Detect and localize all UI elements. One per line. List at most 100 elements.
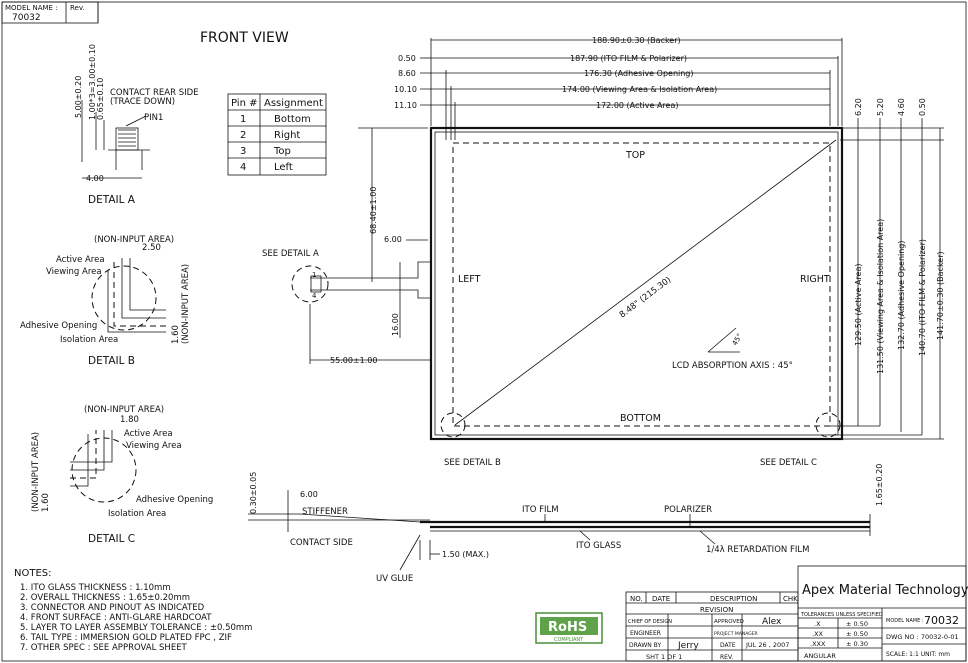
pin-table-header-assignment: Assignment — [264, 98, 323, 109]
side-stiffener-label: STIFFENER — [302, 507, 348, 517]
dim-tail-width: 16.00 — [391, 313, 400, 336]
angular-label: ANGULAR — [804, 652, 836, 660]
dim-right-adhesive: 132.70 (Adhesive Opening) — [897, 240, 906, 350]
dim-offset-050: 0.50 — [398, 54, 416, 63]
detail-a-dim-4: 4.00 — [86, 174, 104, 183]
dim-offset-1110: 11.10 — [394, 101, 417, 110]
tol-xx-value: ± 0.50 — [846, 630, 868, 638]
tol-xxx-label: .XXX — [810, 640, 826, 648]
edge-right-label: RIGHT — [800, 274, 830, 285]
pin-table-pin-4: 4 — [240, 162, 246, 173]
side-ito-film-label: ITO FILM — [522, 505, 559, 515]
rev-header-chk: CHK — [783, 595, 798, 603]
detail-a: 5.00±0.20 1.00*3=3.00±0.10 0.65±0.10 4.0… — [74, 44, 199, 206]
revision-label: REVISION — [700, 606, 733, 614]
note-2: 2. OVERALL THICKNESS : 1.65±0.20mm — [20, 593, 190, 603]
detail-c-active-area: Active Area — [124, 429, 173, 439]
detail-b-adhesive-opening: Adhesive Opening — [20, 321, 97, 331]
model-block-value: 70032 — [924, 614, 959, 627]
detail-b-noninput-side: (NON-INPUT AREA) — [181, 264, 191, 344]
detail-c-caption: DETAIL C — [88, 533, 135, 545]
dim-top-adhesive: 176.30 (Adhesive Opening) — [584, 69, 694, 78]
rev-footer: REV. — [720, 654, 733, 661]
lcd-axis-arrow — [707, 327, 740, 353]
dim-offset-860: 8.60 — [398, 69, 416, 78]
rev-header-description: DESCRIPTION — [710, 595, 757, 603]
detail-a-trace-note: (TRACE DOWN) — [110, 97, 175, 107]
dim-right-offset-050: 0.50 — [918, 98, 927, 116]
note-6: 6. TAIL TYPE : IMMERSION GOLD PLATED FPC… — [20, 633, 232, 643]
side-view: 0.30±0.05 6.00 1.50 (MAX.) 1.65±0.20 STI… — [248, 464, 884, 584]
pin-table-pin-3: 3 — [240, 146, 246, 157]
dim-right-active: 129.50 (Active Area) — [854, 264, 863, 346]
side-dim-glue: 1.50 (MAX.) — [442, 550, 489, 559]
note-4: 4. FRONT SURFACE : ANTI-GLARE HARDCOAT — [20, 613, 212, 623]
lcd-axis-angle: 45° — [731, 332, 744, 347]
tolerances-label: TOLERANCES UNLESS SPECIFIED — [800, 612, 883, 618]
detail-c-isolation-area: Isolation Area — [108, 509, 166, 519]
detail-b-dim-160: 1.60 — [171, 325, 181, 344]
front-view: 8.48" (215.30) TOP BOTTOM LEFT RIGHT 45°… — [262, 36, 945, 468]
drawn-label: DRAWN BY — [629, 642, 661, 649]
detail-b-isolation-area: Isolation Area — [60, 335, 118, 345]
detail-c-dim-180: 1.80 — [120, 415, 139, 425]
tol-x-value: ± 0.50 — [846, 620, 868, 628]
diagonal-line — [454, 139, 837, 426]
dim-right-offset-520: 5.20 — [876, 98, 885, 116]
pin-table-assign-3: Top — [273, 146, 291, 157]
ito-film-outline — [434, 131, 839, 436]
detail-a-pin1: PIN1 — [144, 113, 163, 123]
side-contact-label: CONTACT SIDE — [290, 538, 353, 548]
detail-a-caption: DETAIL A — [88, 194, 136, 206]
pin-table-assign-2: Right — [274, 130, 300, 141]
edge-top-label: TOP — [625, 150, 645, 161]
dim-top-viewing: 174.00 (Viewing Area & Isolation Area) — [562, 85, 717, 94]
note-7: 7. OTHER SPEC : SEE APPROVAL SHEET — [20, 643, 188, 653]
dim-tail-length: 55.00±1.00 — [330, 356, 377, 365]
note-3: 3. CONNECTOR AND PINOUT AS INDICATED — [20, 603, 205, 613]
dim-right-offset-460: 4.60 — [897, 98, 906, 116]
model-name-value: 70032 — [12, 13, 41, 23]
notes: NOTES: 1. ITO GLASS THICKNESS : 1.10mm 2… — [14, 568, 252, 653]
detail-b-viewing-area: Viewing Area — [46, 267, 102, 277]
rev-header-date: DATE — [652, 595, 670, 603]
fpc-tail — [310, 261, 431, 299]
edge-left-label: LEFT — [458, 274, 481, 285]
detail-a-dim-2: 1.00*3=3.00±0.10 — [88, 44, 97, 120]
date-value: JUL 26 , 2007 — [745, 641, 789, 649]
edge-bottom-label: BOTTOM — [620, 413, 661, 424]
active-area-outline — [452, 142, 831, 427]
detail-b-active-area: Active Area — [56, 255, 105, 265]
rev-label: Rev. — [70, 4, 85, 12]
side-retardation-label: 1/4λ RETARDATION FILM — [706, 545, 809, 555]
fpc-pin-4: 4 — [312, 292, 317, 300]
dwg-number: DWG NO : 70032-0-01 — [886, 633, 959, 641]
pin-table-pin-2: 2 — [240, 130, 246, 141]
detail-c-noninput-top: (NON-INPUT AREA) — [84, 405, 164, 415]
approved-label: APPROVED — [714, 619, 744, 625]
detail-b-dim-250: 2.50 — [142, 243, 161, 253]
note-1: 1. ITO GLASS THICKNESS : 1.10mm — [20, 583, 171, 593]
detail-a-dim-3: 0.65±0.10 — [96, 78, 105, 120]
model-name-label: MODEL NAME : — [5, 4, 58, 12]
dim-right-backer: 141.70±0.30 (Backer) — [936, 251, 945, 340]
pin-table-pin-1: 1 — [240, 114, 246, 125]
rohs-text: RoHS — [548, 620, 587, 635]
detail-a-contact-note: CONTACT REAR SIDE — [110, 88, 199, 98]
note-5: 5. LAYER TO LAYER ASSEMBLY TOLERANCE : ±… — [20, 623, 252, 633]
tol-xx-label: .XX — [812, 630, 824, 638]
rohs-sub: COMPLIANT — [554, 637, 584, 643]
fpc-pin-1: 1 — [312, 271, 316, 279]
sheet-label: SHT 1 OF 1 — [646, 653, 682, 661]
pin-table-header-pin: Pin # — [231, 98, 257, 109]
engineer-label: ENGINEER — [630, 630, 661, 637]
pin-table-assign-1: Bottom — [274, 114, 311, 125]
pm-label: PROJECT MANAGER — [714, 631, 758, 637]
rev-header-no: NO. — [630, 595, 643, 603]
front-view-title: FRONT VIEW — [200, 30, 289, 46]
date-label: DATE — [720, 642, 736, 649]
dim-top-active: 172.00 (Active Area) — [596, 101, 678, 110]
scale-unit: SCALE: 1:1 UNIT: mm — [886, 651, 950, 658]
drawn-by: Jerry — [677, 641, 699, 651]
